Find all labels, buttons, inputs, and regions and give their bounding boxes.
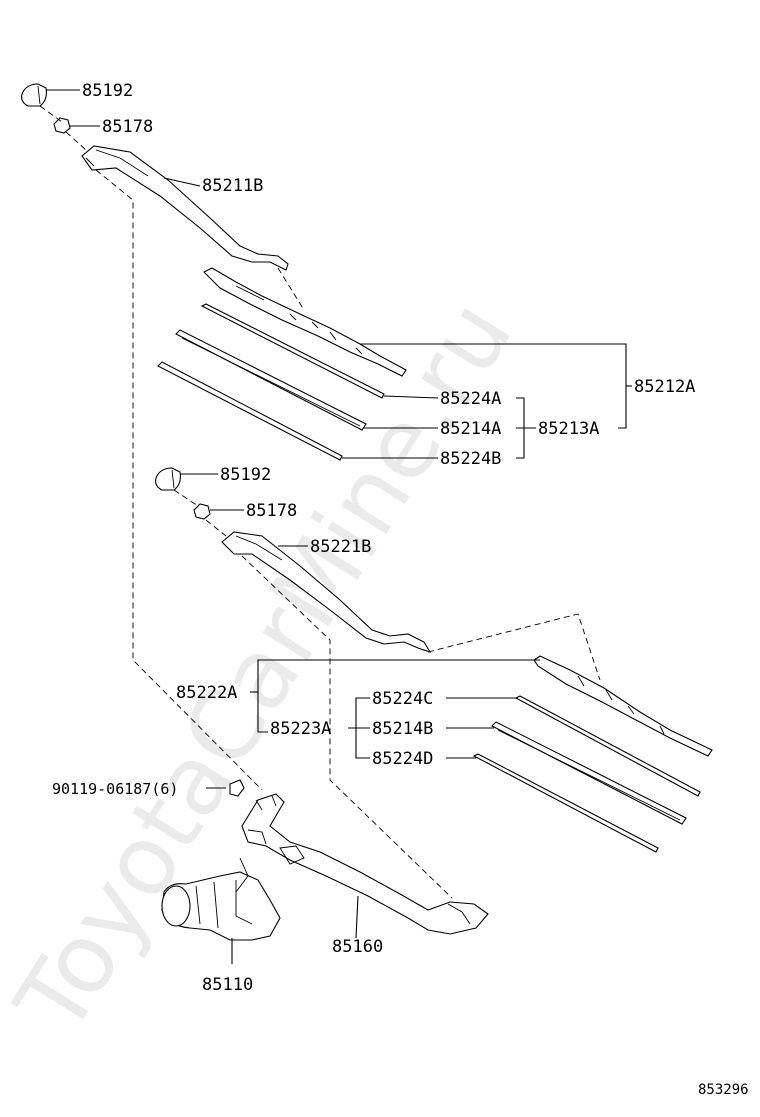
label-85213A: 85213A [538,419,599,439]
label-85192-mid: 85192 [220,465,271,485]
label-85211B: 85211B [202,176,263,196]
label-85222A: 85222A [176,683,237,703]
pivot-nut-top [53,117,71,134]
label-85224C: 85224C [372,689,433,709]
label-85160: 85160 [332,937,383,957]
label-85214B: 85214B [372,719,433,739]
bolt-90119 [229,779,245,797]
pivot-cap-mid [155,467,181,491]
label-85224B: 85224B [440,449,501,469]
refill-strip-85224A [200,303,385,399]
label-85221B: 85221B [310,537,371,557]
wiper-arm-upper [81,145,289,271]
label-85224D: 85224D [372,749,433,769]
label-85178-mid: 85178 [246,501,297,521]
pivot-cap-top [21,83,47,107]
pivot-nut-mid [193,503,211,520]
wiper-blade-mid [533,655,713,757]
refill-strip-85224D [472,753,659,853]
label-85212A: 85212A [634,377,695,397]
label-90119-06187: 90119-06187(6) [52,780,178,798]
label-85110: 85110 [202,975,253,995]
label-85214A: 85214A [440,419,501,439]
motor-end-cap [161,885,191,927]
label-85178-top: 85178 [102,117,153,137]
figure-number: 853296 [698,1082,749,1098]
wiper-arm-mid [221,531,432,653]
label-85192-top: 85192 [82,81,133,101]
refill-strip-85224C [514,695,701,797]
label-85223A: 85223A [270,719,331,739]
wiper-linkage [241,793,489,935]
refill-strip-85224B [157,361,343,461]
label-85224A: 85224A [440,389,501,409]
